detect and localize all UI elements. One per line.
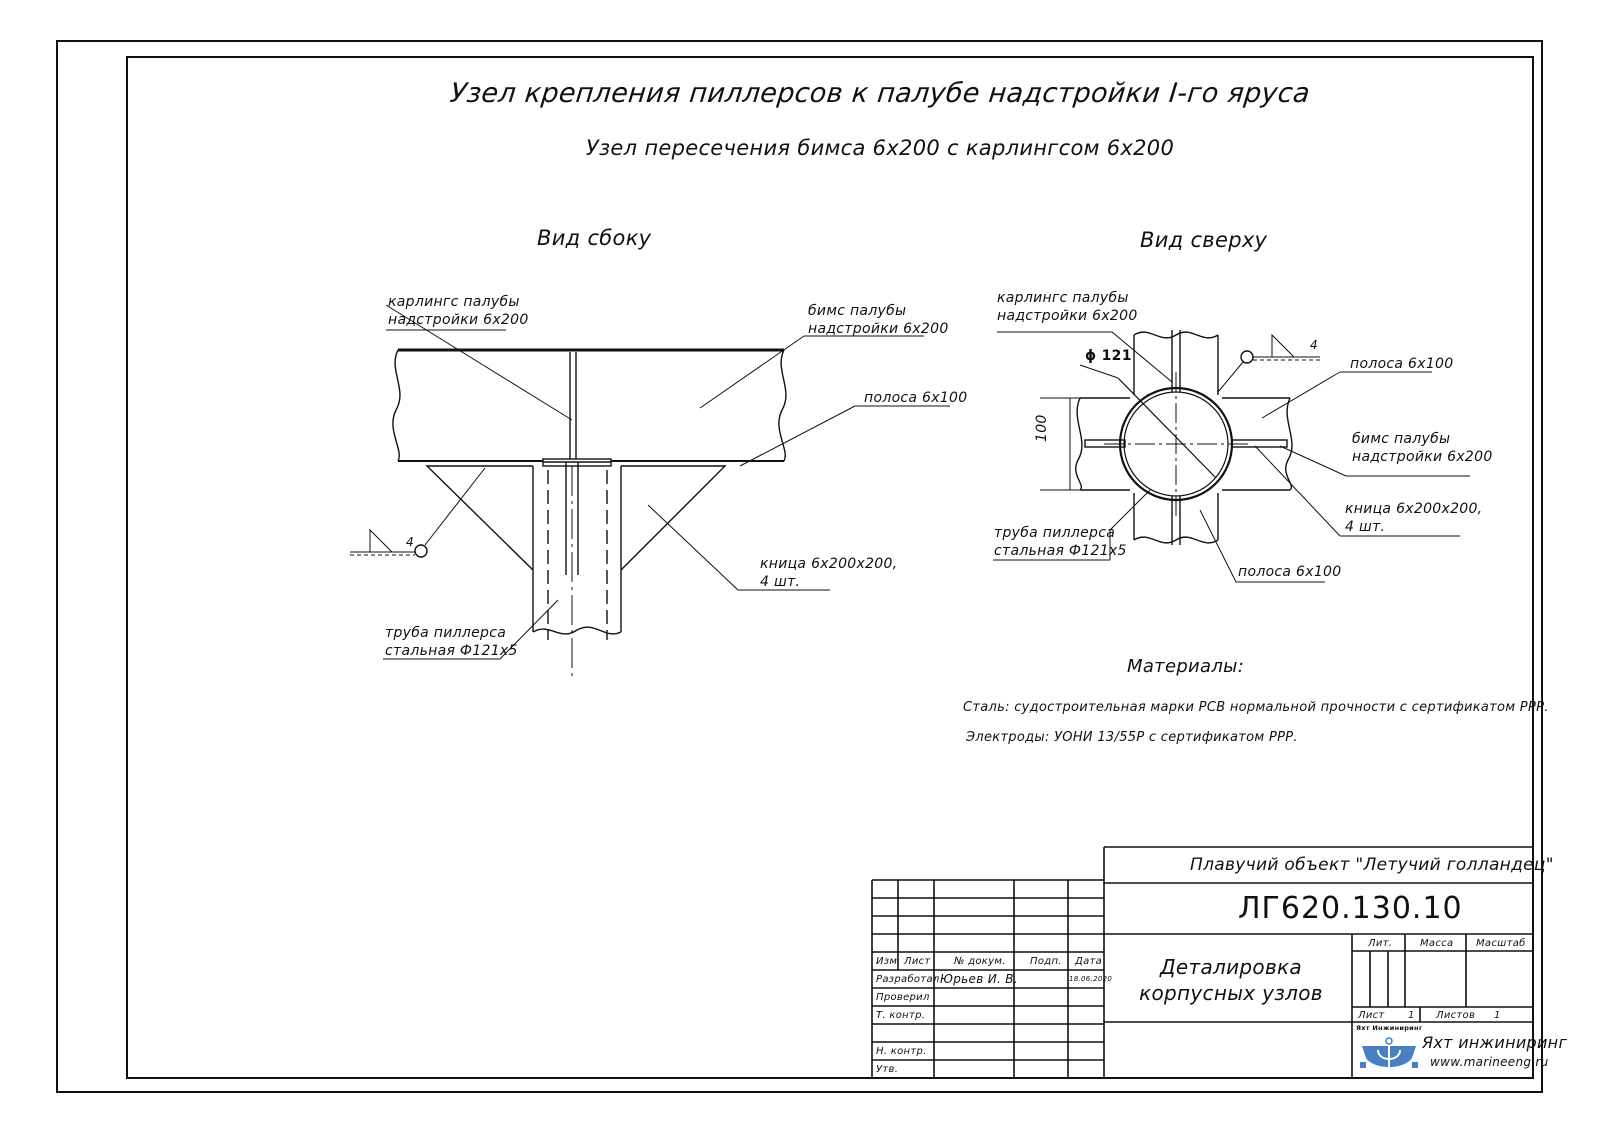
drawing-subtitle: Узел пересечения бимса 6х200 с карлингсо… [585, 136, 1175, 160]
tb-sheet-value: 1 [1408, 1010, 1415, 1021]
tb-norm-control-label: Н. контр. [876, 1046, 927, 1057]
tb-lit-label: Лит. [1368, 938, 1393, 949]
materials-steel: Сталь: судостроительная марки РСВ нормал… [963, 700, 1549, 715]
top-view-heading: Вид сверху [1140, 228, 1268, 252]
side-weld-size: 4 [406, 535, 414, 549]
top-view-drawing [993, 330, 1470, 583]
materials-heading: Материалы: [1127, 656, 1245, 677]
top-strip-label-bottom: полоса 6х100 [1238, 564, 1342, 580]
side-beam-label-1: бимс палубы [808, 303, 907, 319]
top-knee-label-1: кница 6х200х200, [1345, 501, 1483, 517]
drawing-inner-frame [126, 56, 1534, 1079]
company-logo-text: Яхт Инжиниринг [1356, 1024, 1423, 1032]
tb-scale-label: Масштаб [1476, 938, 1526, 949]
tb-mass-label: Масса [1420, 938, 1454, 949]
side-view-drawing [350, 304, 950, 680]
tb-approved-label: Утв. [876, 1064, 899, 1075]
top-pipe-label-2: стальная Ф121х5 [994, 543, 1127, 559]
top-weld-size: 4 [1310, 338, 1318, 352]
top-diameter-dim: ϕ 121 [1085, 348, 1132, 364]
tb-developed-label: Разработал [876, 974, 940, 985]
side-view-heading: Вид сбоку [537, 226, 652, 250]
drawing-outer-frame [56, 40, 1543, 1093]
tb-col-date: Дата [1075, 956, 1103, 967]
tb-sheets-value: 1 [1494, 1010, 1501, 1021]
side-beam-label-2: надстройки 6х200 [808, 321, 949, 337]
side-strip-label: полоса 6х100 [864, 390, 968, 406]
tb-developer-name: Юрьев И. В. [940, 972, 1018, 986]
company-logo [1358, 1028, 1420, 1074]
tb-sheet-label: Лист [1358, 1010, 1385, 1021]
top-beam-label-2: надстройки 6х200 [1352, 449, 1493, 465]
top-pipe-label-1: труба пиллерса [994, 525, 1116, 541]
side-knee-label-2: 4 шт. [760, 574, 801, 590]
top-carlings-label-1: карлингс палубы [997, 290, 1129, 306]
side-pipe-label-2: стальная Ф121х5 [385, 643, 518, 659]
top-beam-label-1: бимс палубы [1352, 431, 1451, 447]
title-block-lines [871, 846, 1534, 1079]
side-knee-label-1: кница 6х200х200, [760, 556, 898, 572]
tb-company-website: www.marineeng.ru [1430, 1055, 1549, 1069]
tb-tech-control-label: Т. контр. [876, 1010, 926, 1021]
tb-col-change: Изм [876, 956, 898, 967]
tb-object-name: Плавучий объект "Летучий голландец" [1190, 855, 1554, 875]
tb-sheets-label: Листов [1436, 1010, 1476, 1021]
top-carlings-label-2: надстройки 6х200 [997, 308, 1138, 324]
tb-checked-label: Проверил [876, 992, 930, 1003]
tb-col-sheet: Лист [904, 956, 931, 967]
top-strip-label-top: полоса 6х100 [1350, 356, 1454, 372]
materials-electrodes: Электроды: УОНИ 13/55Р с сертификатом РР… [966, 730, 1298, 745]
tb-col-sign: Подп. [1030, 956, 1062, 967]
tb-company-name: Яхт инжиниринг [1422, 1033, 1568, 1052]
side-pipe-label-1: труба пиллерса [385, 625, 507, 641]
top-knee-label-2: 4 шт. [1345, 519, 1386, 535]
side-carlings-label-1: карлингс палубы [388, 294, 520, 310]
tb-doc-name: Деталировка корпусных узлов [1139, 955, 1323, 1005]
tb-doc-number: ЛГ620.130.10 [1238, 891, 1463, 926]
tb-col-doc: № докум. [954, 956, 1006, 967]
side-carlings-label-2: надстройки 6х200 [388, 312, 529, 328]
tb-date: 18.06.2020 [1069, 975, 1113, 983]
